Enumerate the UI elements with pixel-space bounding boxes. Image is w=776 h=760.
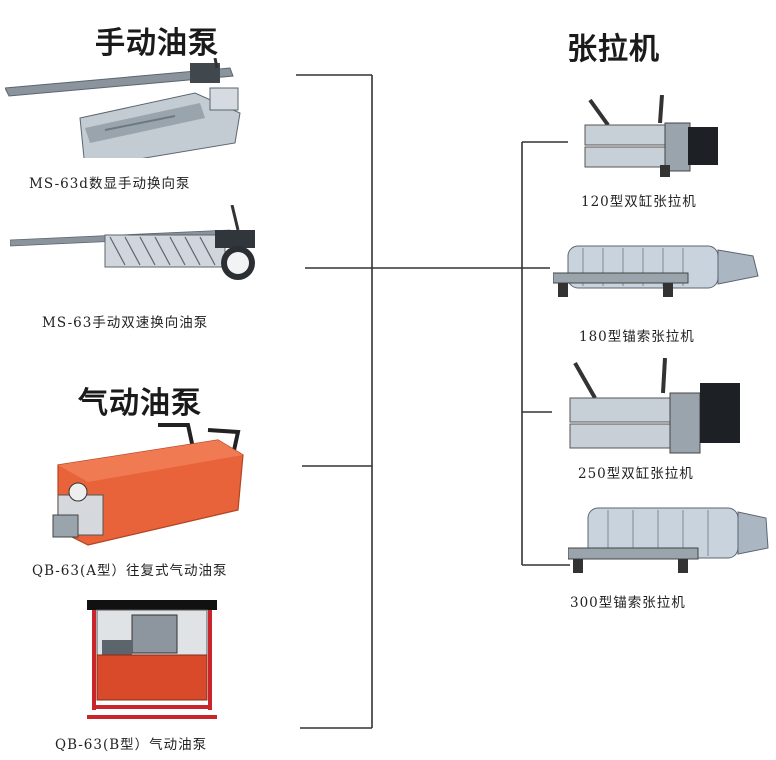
item-caption-qb63b: QB-63(B型）气动油泵 <box>55 737 208 753</box>
pneumatic-pump-b-image <box>87 600 217 719</box>
manual-pump-heading: 手动油泵 <box>95 26 219 61</box>
item-caption-ms63: MS-63手动双速换向油泵 <box>42 315 209 331</box>
manual-pump-digital-image <box>5 58 241 158</box>
item-caption-300: 300型锚索张拉机 <box>570 595 686 611</box>
item-caption-qb63a: QB-63(A型）往复式气动油泵 <box>32 563 228 579</box>
tensioner-heading: 张拉机 <box>567 32 660 67</box>
tensioner-180-image <box>553 245 759 297</box>
pneumatic-pump-a-image <box>52 423 244 546</box>
tensioner-250-image <box>569 358 740 454</box>
item-caption-250: 250型双缸张拉机 <box>578 466 694 482</box>
item-caption-ms63d: MS-63d数显手动换向泵 <box>29 176 191 192</box>
tensioner-120-image <box>584 95 718 177</box>
manual-pump-two-speed-image <box>10 205 255 280</box>
pneumatic-pump-heading: 气动油泵 <box>78 386 202 421</box>
tensioner-300-image <box>568 507 769 573</box>
item-caption-120: 120型双缸张拉机 <box>581 194 697 210</box>
item-caption-180: 180型锚索张拉机 <box>579 329 695 345</box>
